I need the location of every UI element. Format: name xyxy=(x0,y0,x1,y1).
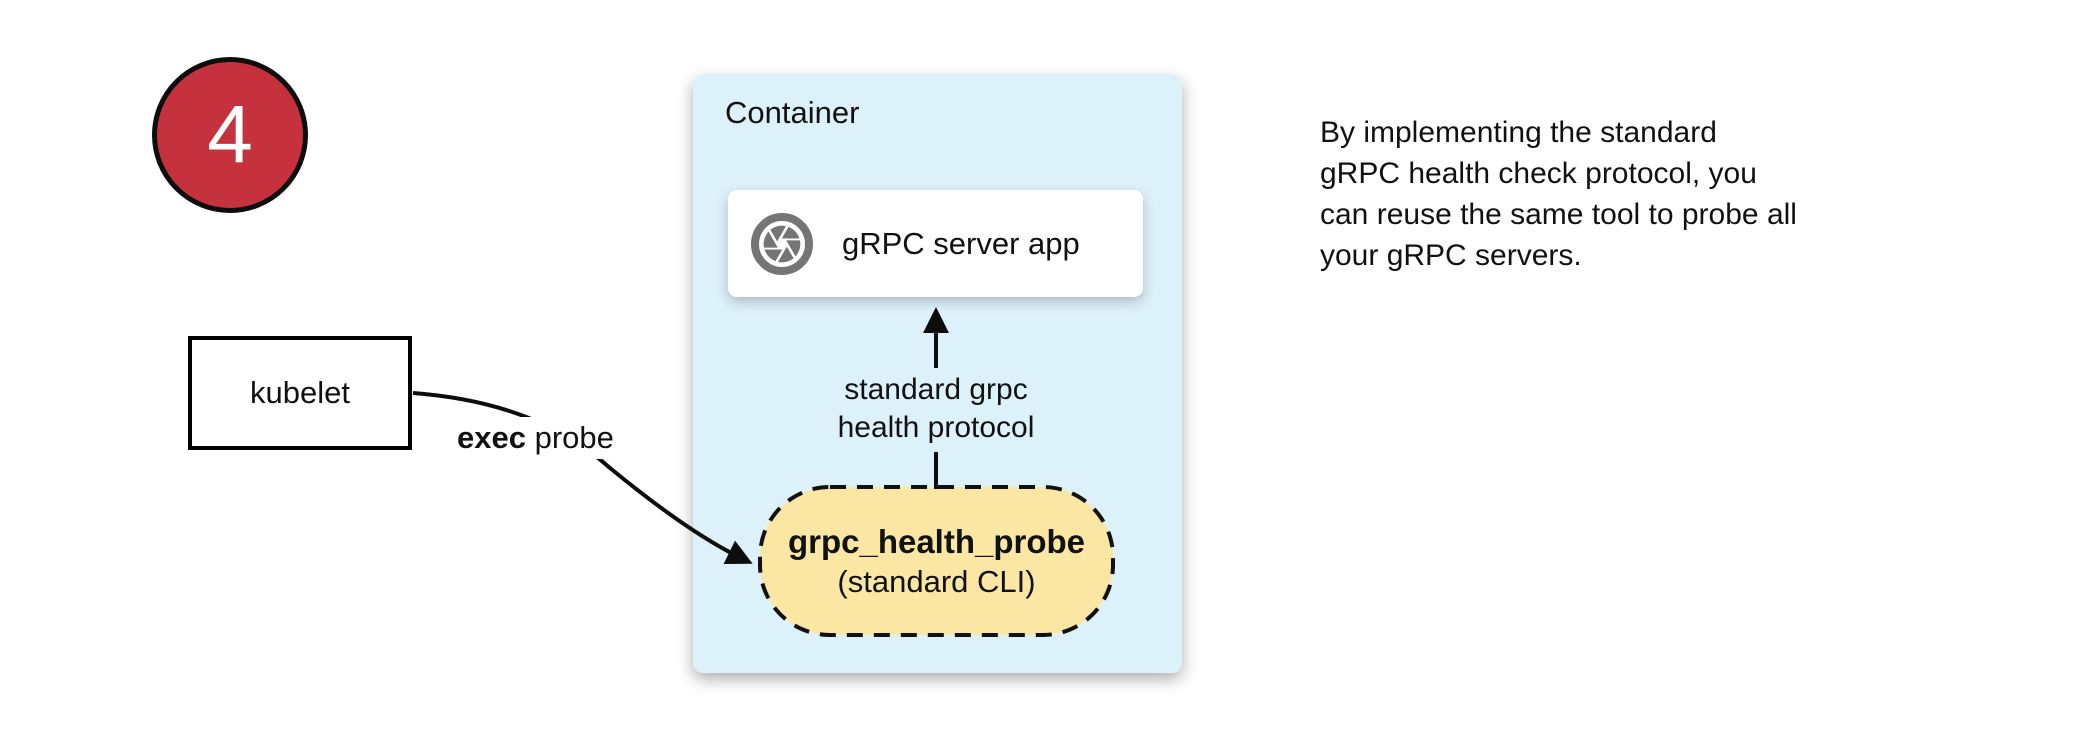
kubelet-box: kubelet xyxy=(188,336,412,450)
grpc-server-app-box: gRPC server app xyxy=(728,190,1143,297)
protocol-arrow-label: standard grpc health protocol xyxy=(786,371,1086,447)
exec-probe-label-bold: exec xyxy=(457,420,526,455)
kubelet-label: kubelet xyxy=(250,375,350,410)
aperture-icon xyxy=(750,212,814,276)
grpc-server-app-label: gRPC server app xyxy=(842,225,1080,261)
probe-pill-title: grpc_health_probe xyxy=(787,522,1086,560)
protocol-arrow-label-line1: standard grpc xyxy=(844,373,1028,406)
probe-pill: grpc_health_probe (standard CLI) xyxy=(758,485,1115,637)
protocol-arrow-label-line2: health protocol xyxy=(837,411,1035,444)
exec-probe-label: exec probe xyxy=(449,417,622,459)
container-title: Container xyxy=(725,95,860,130)
probe-pill-subtitle: (standard CLI) xyxy=(837,563,1036,599)
exec-probe-label-rest: probe xyxy=(525,420,614,455)
step-number: 4 xyxy=(207,89,253,180)
step-badge: 4 xyxy=(152,57,308,213)
note-paragraph: By implementing the standard gRPC health… xyxy=(1320,116,1797,272)
